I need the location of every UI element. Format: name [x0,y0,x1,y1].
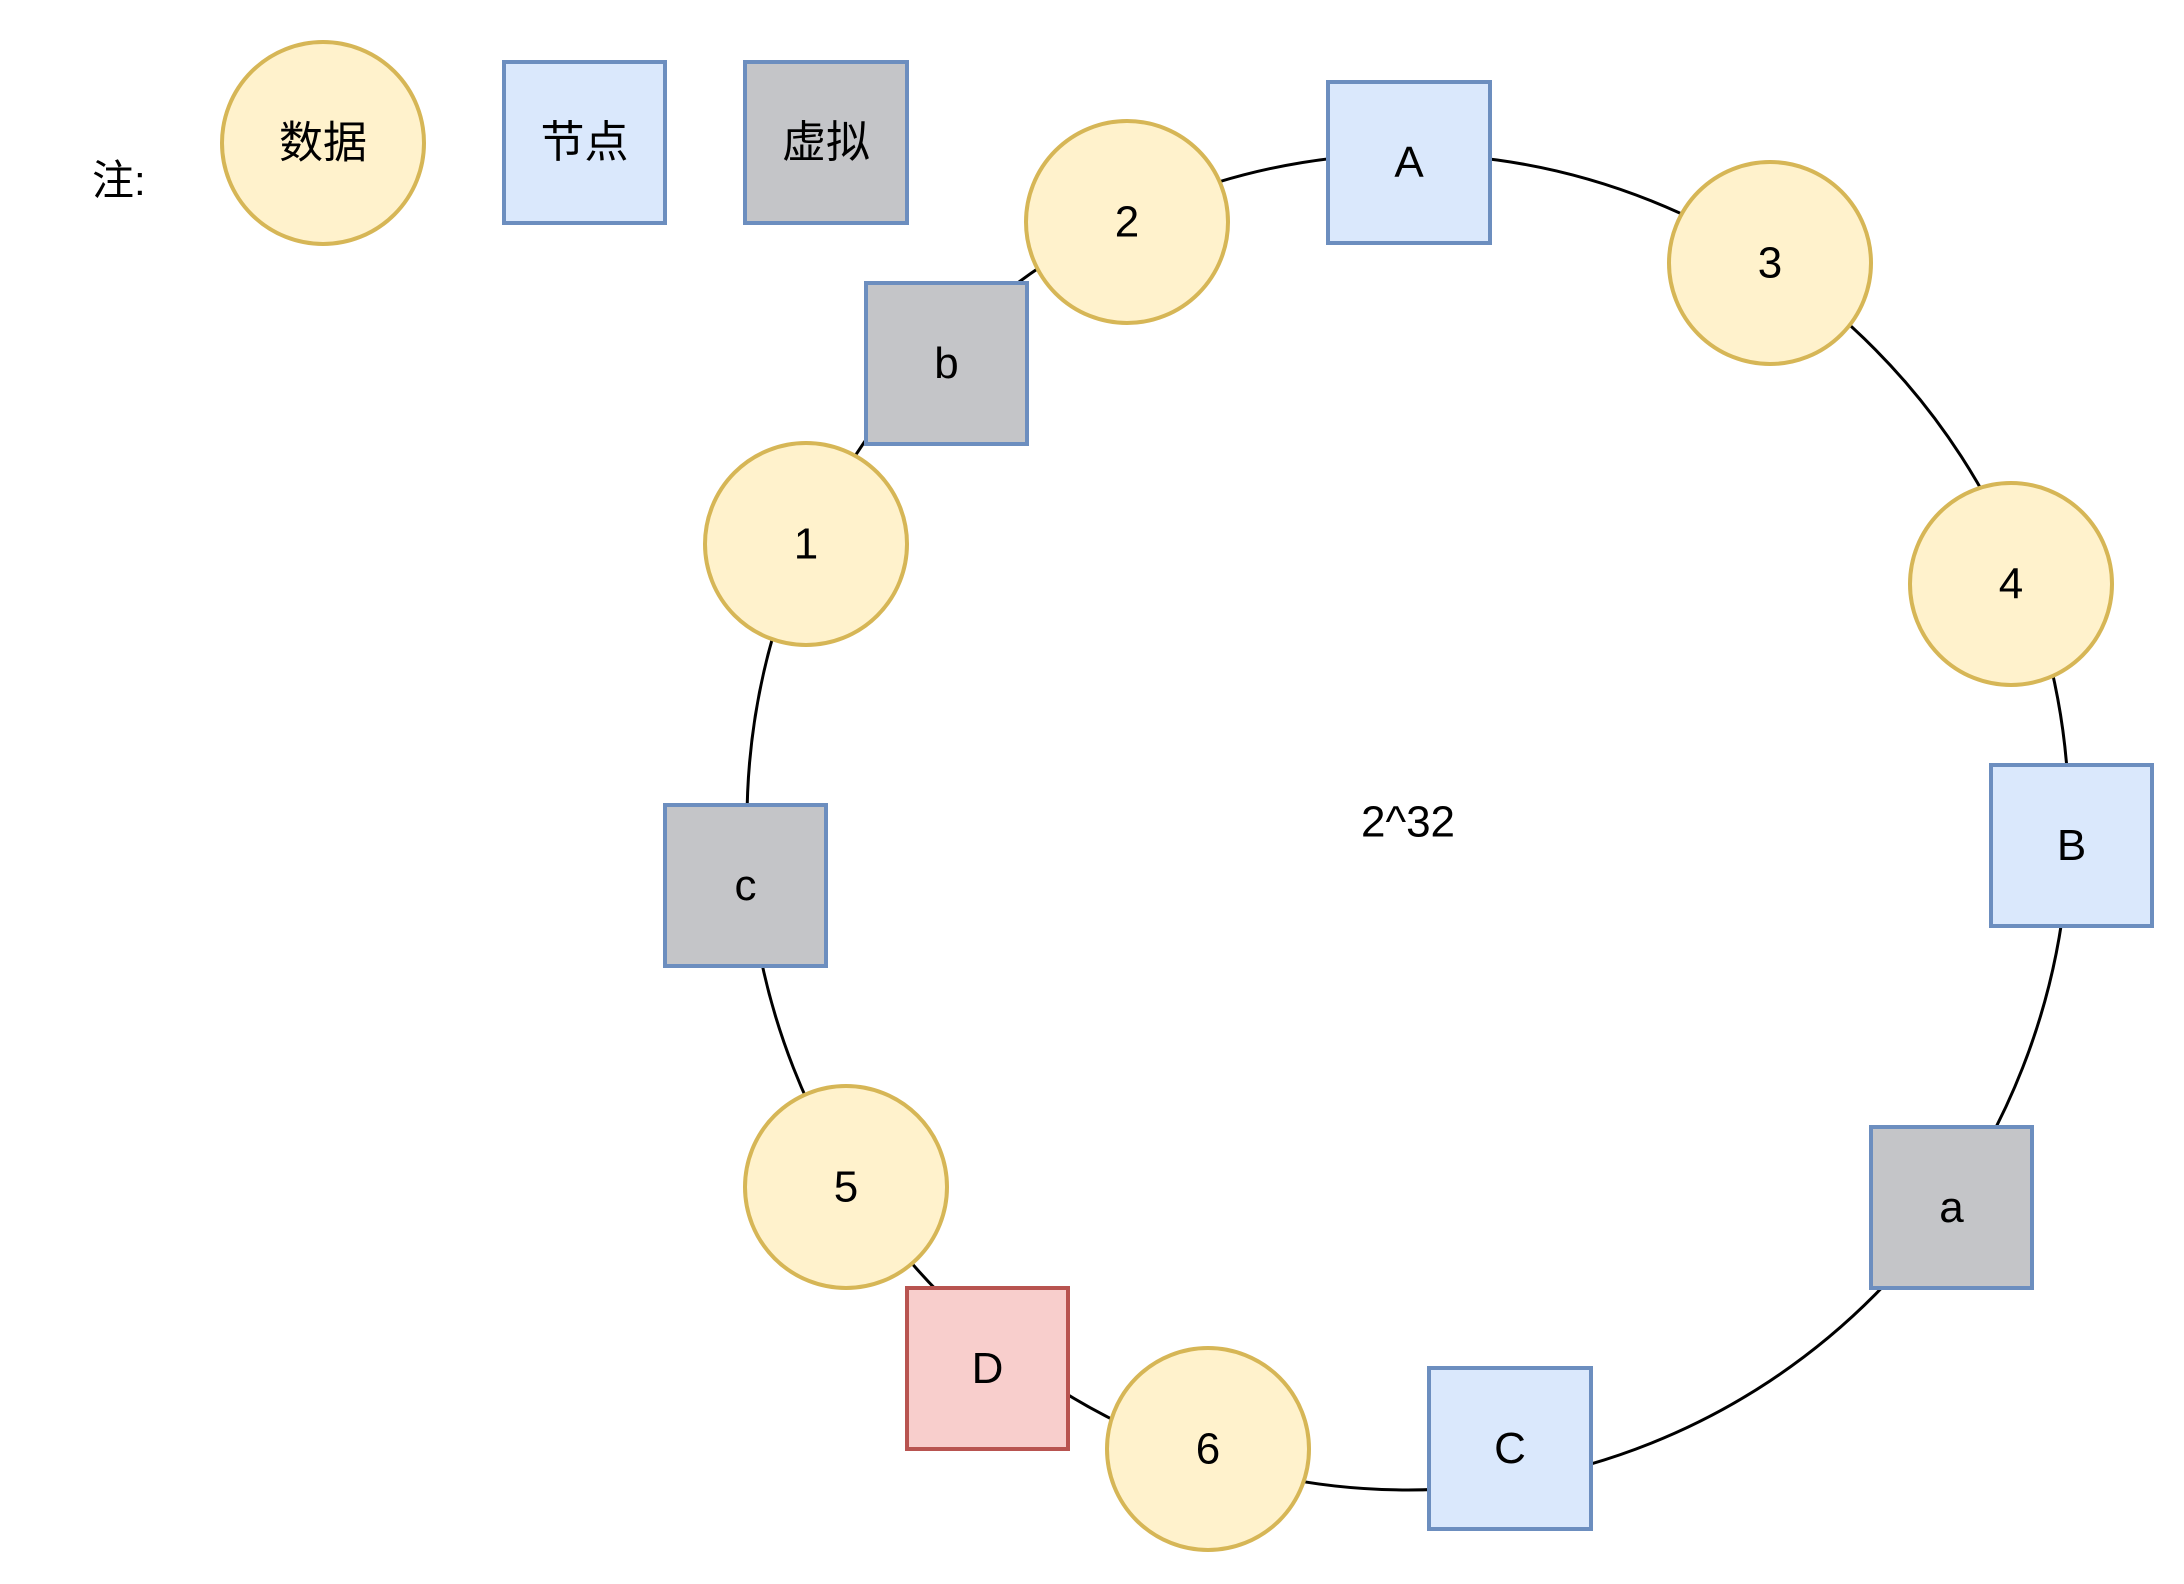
data-item-1-label: 1 [794,520,818,569]
node-B-label: B [2057,821,2086,870]
virtual-node-b-box [864,281,1029,446]
node-D-label: D [972,1344,1004,1393]
data-item-2-label: 2 [1115,198,1139,247]
virtual-node-b-label: b [934,339,958,388]
data-item-5-label: 5 [834,1163,858,1212]
node-C-box [1427,1366,1593,1531]
virtual-node-a: a [1869,1125,2034,1290]
node-D-box [905,1286,1070,1451]
data-item-6-circle [1105,1346,1311,1552]
data-item-3-label: 3 [1758,239,1782,288]
legend: 注: 数据 节点 虚拟 [92,40,909,246]
node-D: D [905,1286,1070,1451]
node-A: A [1326,80,1492,245]
legend-virtual-label: 虚拟 [782,118,870,167]
data-item-5-circle [743,1084,949,1290]
data-item-6: 6 [1105,1346,1311,1552]
virtual-node-a-label: a [1939,1183,1964,1232]
node-B-box [1989,763,2154,928]
legend-note-label: 注: [92,157,146,204]
virtual-node-c-label: c [735,861,757,910]
virtual-node-a-box [1869,1125,2034,1290]
data-item-6-label: 6 [1196,1425,1220,1474]
legend-virtual-square [743,60,909,225]
node-C-label: C [1494,1424,1526,1473]
legend-node-swatch: 节点 [502,60,667,225]
legend-node-square [502,60,667,225]
legend-data-circle [220,40,426,246]
data-item-5: 5 [743,1084,949,1290]
virtual-node-c: c [663,803,828,968]
node-A-label: A [1394,138,1424,187]
ring-range-label: 2^32 [1361,798,1455,847]
data-item-1-circle [703,441,909,647]
data-item-2-circle [1024,119,1230,325]
data-item-3-circle [1667,160,1873,366]
data-item-4-circle [1908,481,2114,687]
virtual-node-c-box [663,803,828,968]
legend-data-label: 数据 [279,119,367,168]
legend-virtual-swatch: 虚拟 [743,60,909,225]
node-A-box [1326,80,1492,245]
legend-data-swatch: 数据 [220,40,426,246]
legend-node-label: 节点 [541,118,629,167]
data-item-4: 4 [1908,481,2114,687]
data-item-4-label: 4 [1999,560,2023,609]
virtual-node-b: b [864,281,1029,446]
node-B: B [1989,763,2154,928]
node-C: C [1427,1366,1593,1531]
data-item-3: 3 [1667,160,1873,366]
data-item-1: 1 [703,441,909,647]
data-item-2: 2 [1024,119,1230,325]
